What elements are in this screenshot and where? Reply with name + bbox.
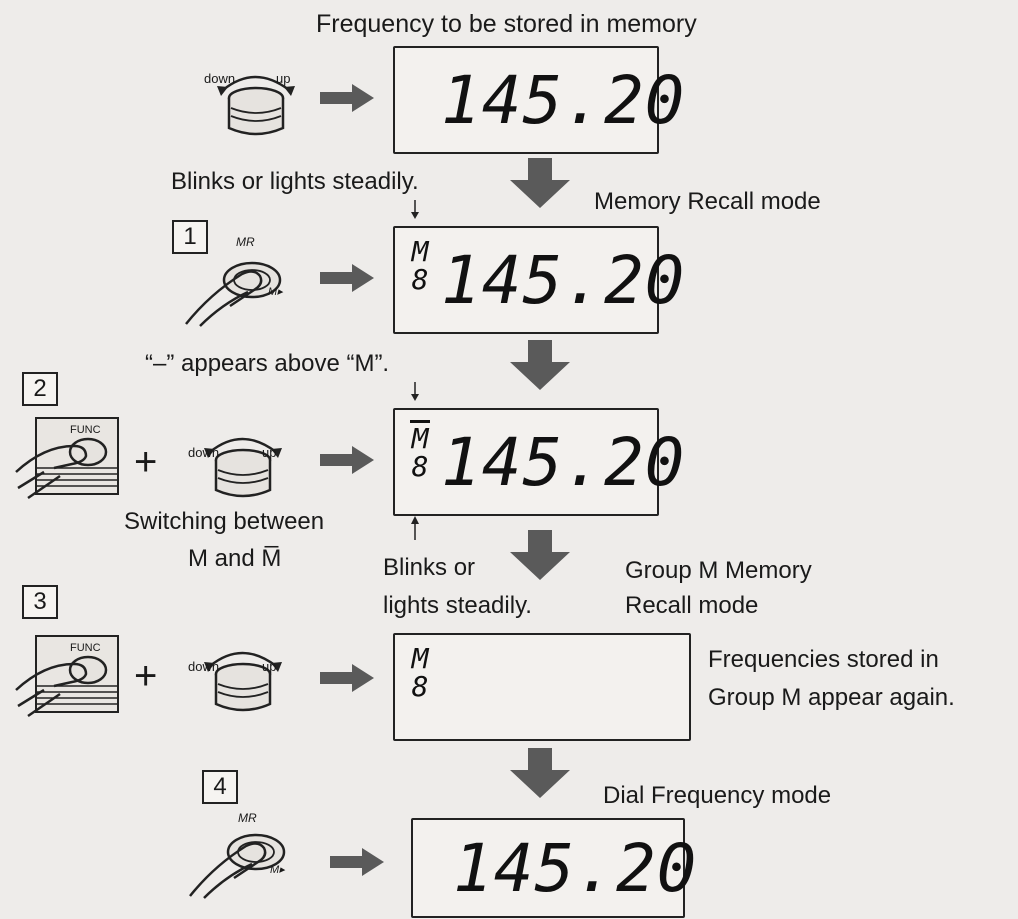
down-arrow-icon (510, 158, 570, 208)
memory-group-digit: 8 (411, 263, 429, 296)
page-title: Frequency to be stored in memory (316, 10, 697, 38)
memory-channel-indicator: M 8 (407, 238, 433, 294)
down-arrow-icon (510, 530, 570, 580)
mr-key-top-label: MR (238, 811, 257, 825)
rotary-knob-icon (204, 651, 282, 712)
frequencies-stored-line1: Frequencies stored in (708, 646, 939, 673)
memory-letter: M (411, 422, 429, 455)
memory-group-digit: 8 (411, 670, 429, 703)
dial-frequency-mode-label: Dial Frequency mode (603, 782, 832, 809)
plus-sign: + (134, 440, 158, 484)
knob-down-label: down (188, 659, 220, 674)
rotary-knob-icon (204, 437, 282, 498)
mr-key-bottom-label: M▸ (268, 286, 283, 298)
memory-group-digit: 8 (411, 450, 429, 483)
knob-up-label: up (262, 659, 277, 674)
step-number: 3 (22, 585, 58, 619)
switching-annotation-line1: Switching between (124, 508, 325, 535)
mr-key-press-icon (189, 833, 286, 899)
step-number: 4 (202, 770, 238, 804)
small-pointer-icon (411, 200, 419, 219)
lcd-display-4: 145.20 (411, 818, 696, 918)
down-arrow-icon (510, 748, 570, 798)
lcd-display-0: 145.20 (393, 46, 684, 154)
memory-channel-indicator: M 8 (407, 420, 433, 481)
knob-up-label: up (262, 445, 277, 460)
lights-steadily-label: lights steadily. (383, 592, 532, 619)
lcd-display-3: M 8 (393, 633, 691, 741)
func-key-press-icon (15, 417, 119, 500)
frequency-readout: 145.20 (441, 62, 686, 139)
step-number: 1 (172, 220, 208, 254)
frequencies-stored-line2: Group M appear again. (708, 684, 955, 711)
memory-letter: M (411, 642, 429, 675)
blinks-annotation: Blinks or lights steadily. (171, 168, 419, 195)
switching-annotation-line2: M and M̅ (188, 545, 282, 572)
right-arrow-icon (320, 446, 374, 474)
frequency-readout: 145.20 (441, 424, 686, 501)
overline-dash (410, 420, 430, 423)
step-number: 2 (22, 372, 58, 406)
mr-key-bottom-label: M▸ (270, 864, 285, 876)
func-key-label: FUNC (70, 424, 101, 436)
right-arrow-icon (320, 264, 374, 292)
right-arrow-icon (330, 848, 384, 876)
right-arrow-icon (320, 84, 374, 112)
mr-key-press-icon (185, 261, 282, 327)
memory-letter: M (411, 235, 429, 268)
mr-key-top-label: MR (236, 235, 255, 249)
group-m-mode-line2: Recall mode (625, 592, 759, 619)
lcd-display-2: M 8 145.20 (393, 408, 684, 516)
small-pointer-icon (411, 382, 419, 401)
frequency-readout: 145.20 (441, 242, 686, 319)
func-key-press-icon (15, 635, 119, 718)
knob-up-label: up (276, 71, 291, 86)
func-key-label: FUNC (70, 642, 101, 654)
right-arrow-icon (320, 664, 374, 692)
frequency-readout: 145.20 (453, 830, 698, 907)
group-m-mode-line1: Group M Memory (625, 557, 812, 584)
knob-down-label: down (204, 71, 236, 86)
plus-sign: + (134, 654, 158, 698)
memory-recall-mode-label: Memory Recall mode (594, 188, 821, 215)
blinks-or-label: Blinks or (383, 554, 476, 581)
knob-down-label: down (188, 445, 220, 460)
dash-above-m-annotation: “–” appears above “M”. (145, 350, 390, 377)
small-pointer-up-icon (411, 516, 419, 540)
memory-channel-indicator: M 8 (407, 645, 433, 701)
down-arrow-icon (510, 340, 570, 390)
lcd-display-1: M 8 145.20 (393, 226, 684, 334)
rotary-knob-icon (217, 75, 295, 136)
